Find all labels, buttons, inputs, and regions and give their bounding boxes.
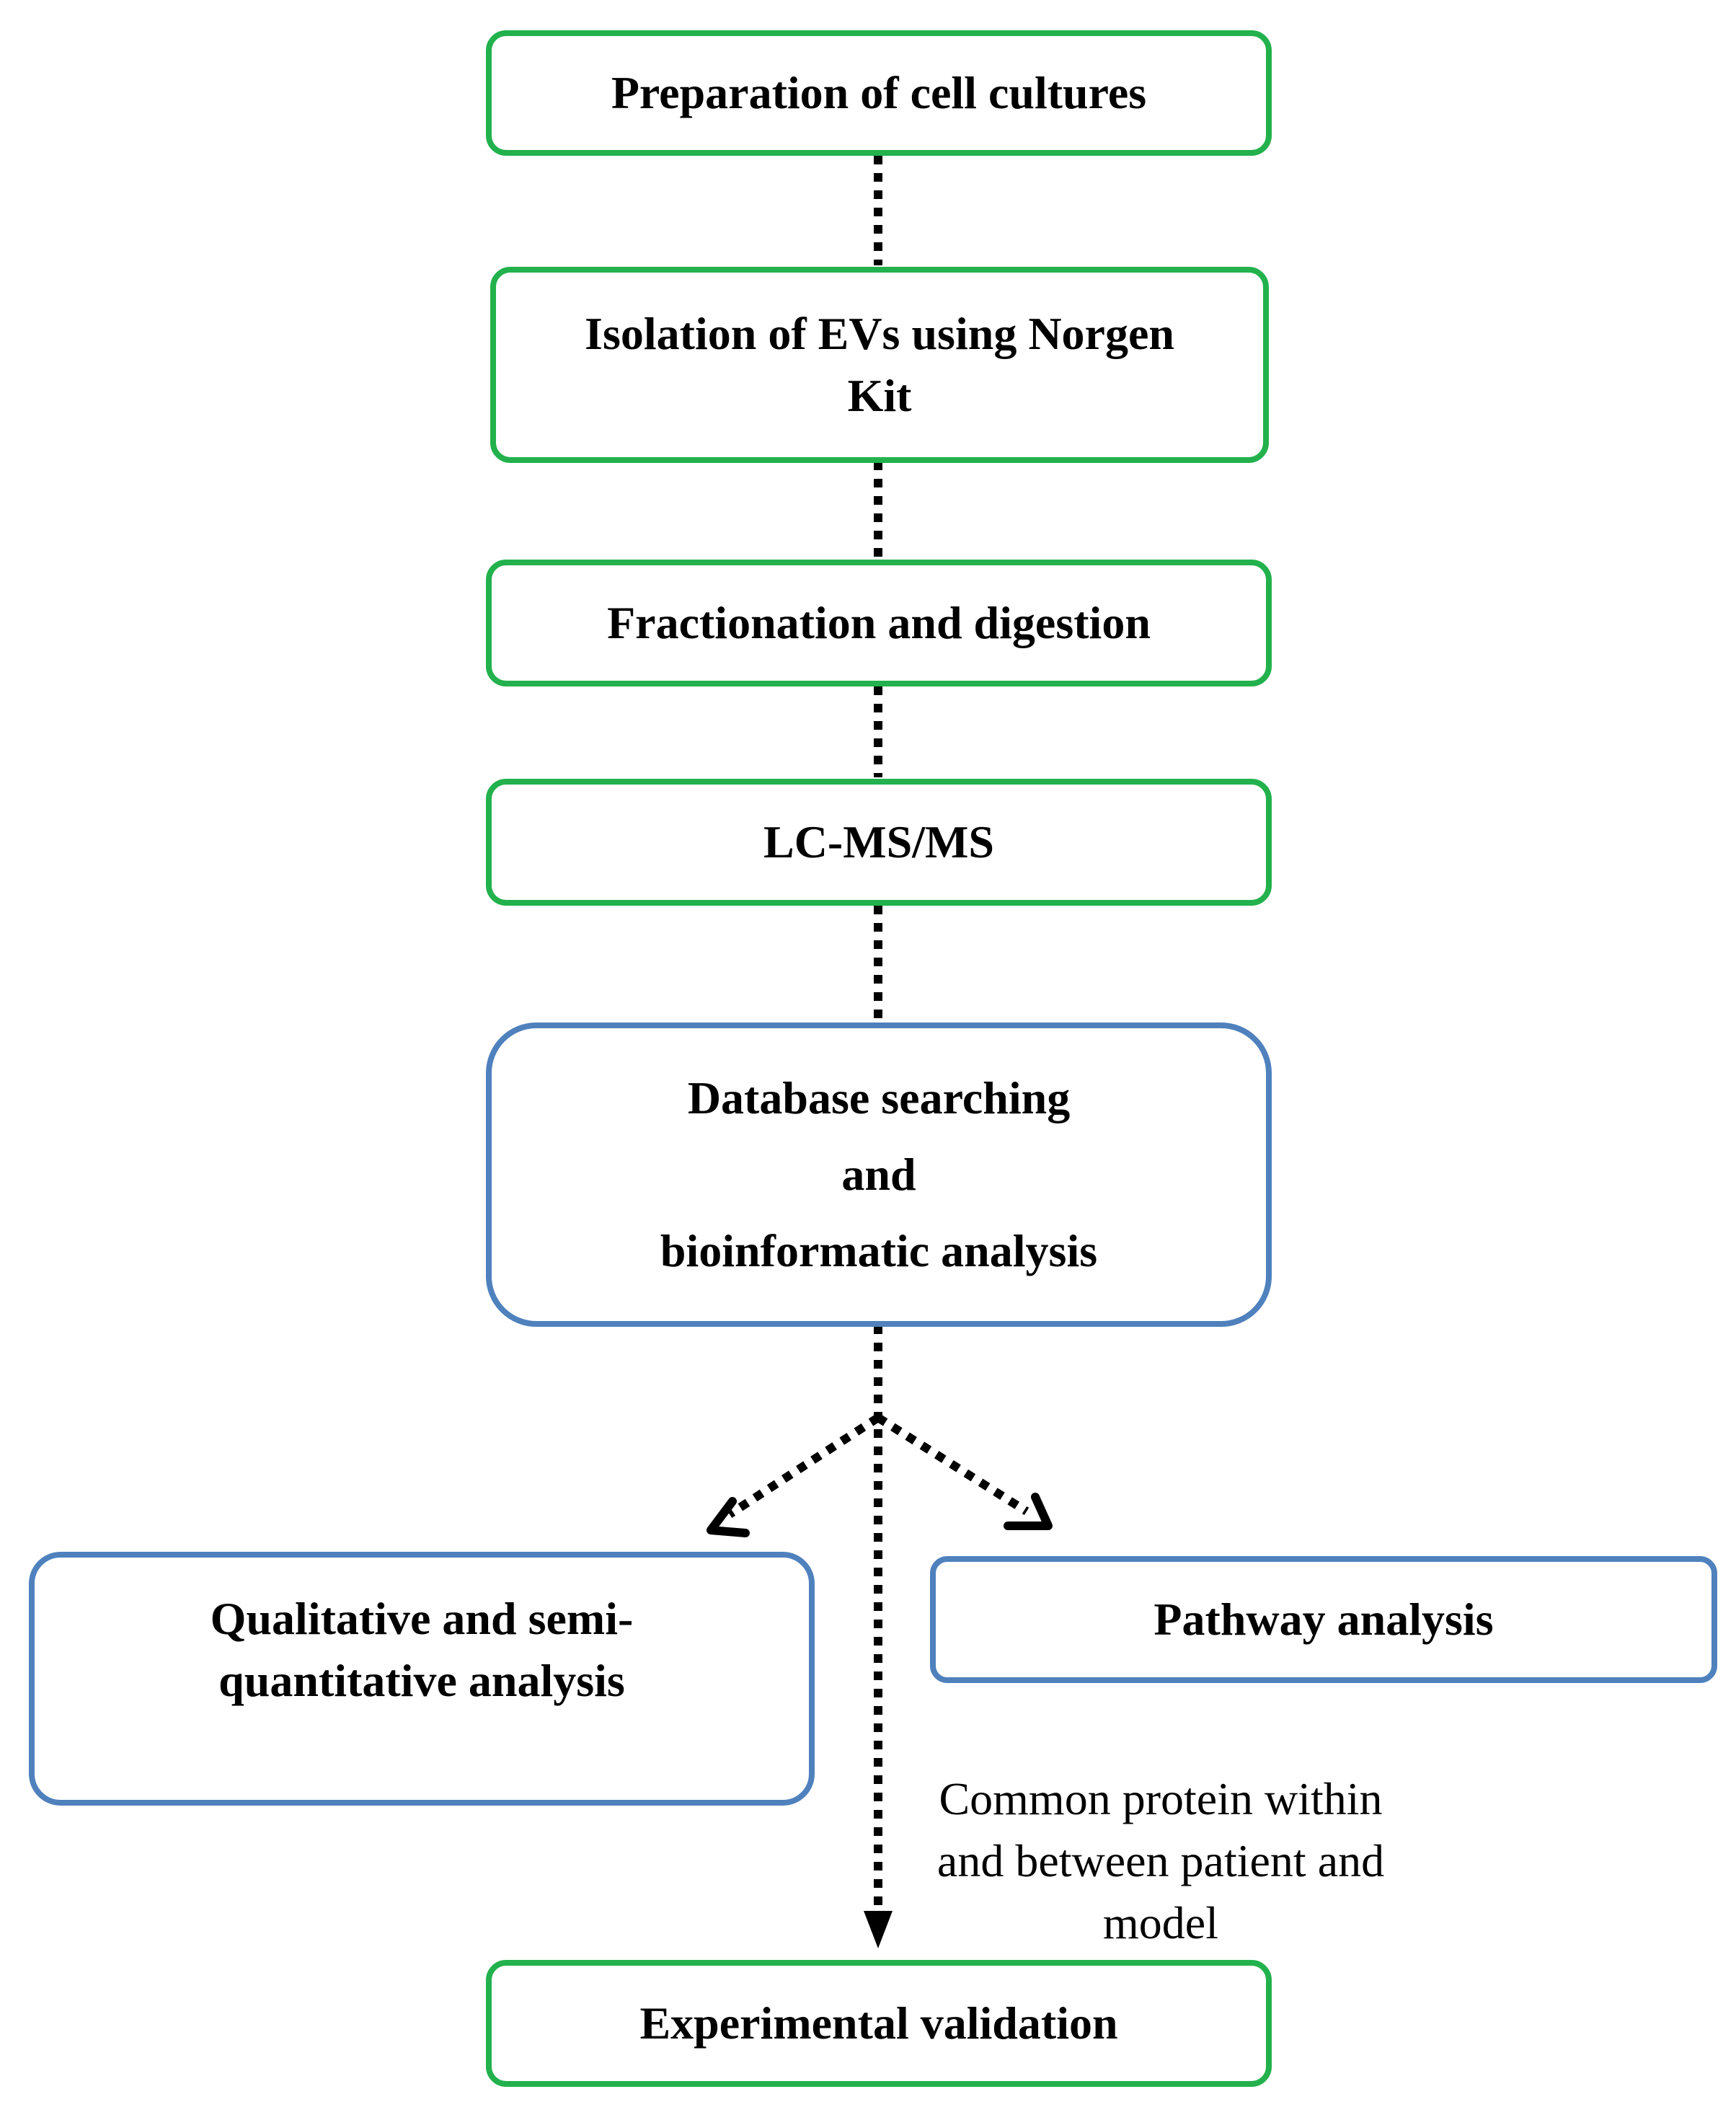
edge-label-line: and between patient and [936, 1835, 1385, 1886]
node-preparation-of-cell-cultures: Preparation of cell cultures [486, 30, 1272, 156]
edge-label-common-protein: Common protein within and between patien… [887, 1768, 1435, 1954]
node-lc-ms-ms: LC-MS/MS [486, 779, 1272, 906]
node-label: Qualitative and semi- [210, 1593, 634, 1644]
node-isolation-of-evs: Isolation of EVs using Norgen Kit [490, 267, 1269, 463]
connector-branch-to-pathway [875, 1413, 1029, 1516]
node-label: and [841, 1149, 916, 1200]
node-database-searching-and-bioinformatic-analysis: Database searching and bioinformatic ana… [486, 1023, 1272, 1327]
node-experimental-validation: Experimental validation [486, 1960, 1272, 2087]
node-fractionation-and-digestion: Fractionation and digestion [486, 560, 1272, 686]
node-label: Preparation of cell cultures [611, 67, 1147, 118]
arrowhead-qualitative [707, 1497, 750, 1537]
arrowhead-validation [864, 1911, 893, 1948]
node-label: Database searching [687, 1072, 1071, 1123]
edge-label-line: Common protein within [939, 1773, 1383, 1824]
node-label: Fractionation and digestion [607, 597, 1151, 648]
node-label: Isolation of EVs using Norgen [585, 308, 1174, 359]
connector-branch-to-qualitative [727, 1413, 881, 1519]
node-label: Kit [847, 370, 912, 421]
arrowhead-pathway [1004, 1493, 1053, 1530]
edge-label-line: model [1103, 1897, 1218, 1948]
node-label: Experimental validation [639, 1997, 1118, 2049]
node-label: quantitative analysis [218, 1655, 625, 1706]
node-pathway-analysis: Pathway analysis [930, 1556, 1717, 1683]
node-qualitative-and-semi-quantitative-analysis: Qualitative and semi- quantitative analy… [29, 1552, 815, 1806]
node-label: bioinformatic analysis [660, 1225, 1098, 1276]
node-label: LC-MS/MS [763, 816, 994, 867]
node-label: Pathway analysis [1153, 1594, 1494, 1645]
